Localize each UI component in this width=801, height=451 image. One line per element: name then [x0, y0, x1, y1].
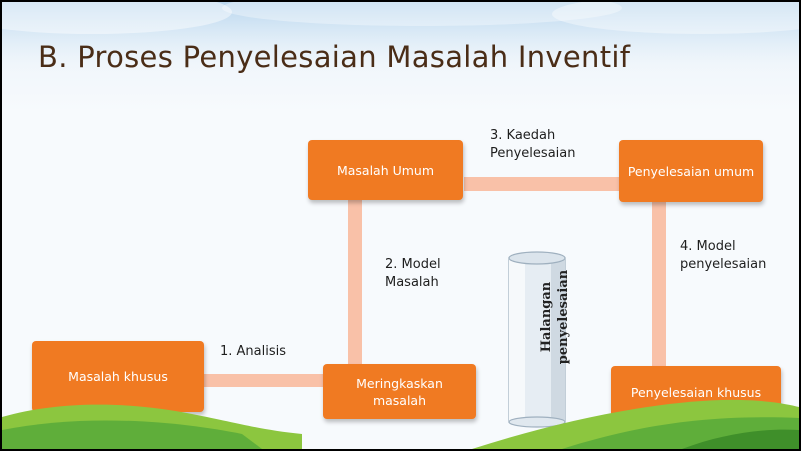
edge-label-analisis-text: 1. Analisis	[220, 344, 287, 359]
edge-label-model-masalah: 2. Model Masalah	[385, 256, 441, 292]
barrier-label-line2: penyelesaian	[556, 269, 571, 365]
connector-meringkaskan-to-umum	[348, 200, 362, 364]
node-masalah-khusus-label: Masalah khusus	[68, 369, 168, 384]
edge-label-kaedah-line1: 3. Kaedah	[490, 128, 556, 143]
node-penyelesaian-khusus-label: Penyelesaian khusus	[630, 384, 762, 400]
connector-penyelesaian-umum-to-khusus	[652, 202, 666, 366]
edge-label-model-masalah-line1: 2. Model	[385, 257, 441, 272]
node-masalah-umum: Masalah Umum	[308, 140, 463, 200]
edge-label-kaedah-line2: Penyelesaian	[490, 146, 576, 161]
node-penyelesaian-umum: Penyelesaian umum	[619, 140, 763, 202]
edge-label-model-penyelesaian-line2: penyelesaian	[680, 257, 767, 272]
barrier-label: Halangan penyelesaian	[538, 259, 572, 375]
barrier-cylinder	[508, 251, 566, 428]
connector-khusus-to-meringkaskan	[204, 374, 326, 387]
slide-title: B. Proses Penyelesaian Masalah Inventif	[38, 40, 631, 74]
node-masalah-khusus: Masalah khusus	[32, 341, 204, 412]
node-masalah-umum-label: Masalah Umum	[336, 162, 435, 178]
edge-label-model-masalah-line2: Masalah	[385, 275, 439, 290]
edge-label-analisis: 1. Analisis	[220, 343, 286, 361]
connector-umum-to-penyelesaian-umum	[464, 177, 620, 191]
node-meringkaskan-masalah: Meringkaskan masalah	[323, 364, 476, 419]
edge-label-kaedah-penyelesaian: 3. Kaedah Penyelesaian	[490, 127, 575, 163]
barrier-label-line1: Halangan	[539, 281, 554, 353]
edge-label-model-penyelesaian-line1: 4. Model	[680, 239, 736, 254]
node-meringkaskan-masalah-label: Meringkaskan masalah	[356, 375, 443, 408]
node-penyelesaian-umum-label: Penyelesaian umum	[627, 163, 755, 179]
node-penyelesaian-khusus: Penyelesaian khusus	[611, 366, 781, 418]
edge-label-model-penyelesaian: 4. Model penyelesaian	[680, 238, 766, 274]
sky-background	[2, 2, 799, 72]
